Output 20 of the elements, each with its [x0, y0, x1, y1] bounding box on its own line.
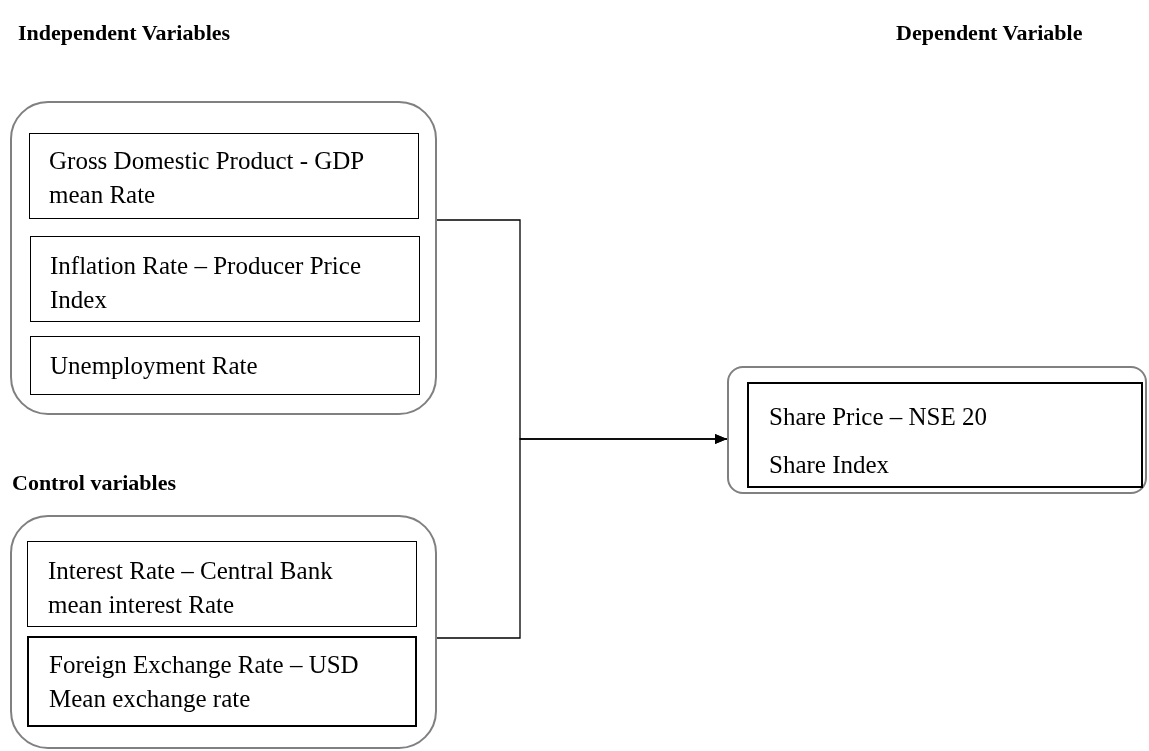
- variable-text: Foreign Exchange Rate – USD Mean exchange rate: [49, 650, 360, 714]
- group-box: [10, 515, 437, 749]
- connector-arrow: [436, 434, 728, 639]
- variable-text: Unemployment Rate: [50, 351, 259, 381]
- variable-text: Share Price – NSE 20: [769, 402, 989, 432]
- variable-text: Inflation Rate – Producer Price Index: [50, 251, 362, 315]
- variable-text: Share Index: [769, 450, 891, 480]
- variable-text: Interest Rate – Central Bank mean interest Rate: [48, 556, 334, 620]
- heading: Dependent Variable: [896, 19, 1083, 47]
- heading: Independent Variables: [18, 19, 231, 47]
- group-box: [10, 101, 437, 415]
- variable-box: [27, 541, 417, 627]
- variable-box: [747, 382, 1143, 488]
- variable-box: [29, 133, 419, 219]
- variable-text: Gross Domestic Product - GDP mean Rate: [49, 146, 365, 210]
- variable-box: [27, 636, 417, 727]
- outcome-group-box: [727, 366, 1147, 494]
- variable-box: [30, 236, 420, 322]
- variable-box: [30, 336, 420, 395]
- heading: Control variables: [12, 469, 176, 497]
